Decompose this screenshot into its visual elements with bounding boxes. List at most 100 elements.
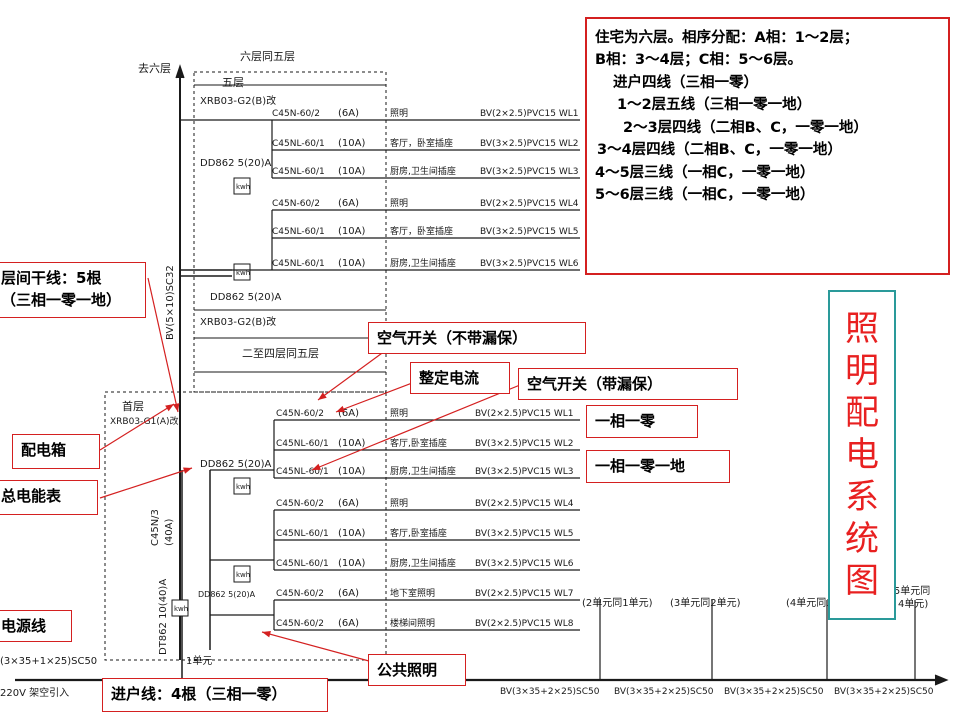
- breaker-label-bottom: C45NL-60/1: [276, 467, 329, 477]
- label-riser-cable: BV(5×10)SC32: [165, 265, 176, 340]
- cable-label-top: BV(3×2.5)PVC15 WL6: [480, 259, 579, 269]
- rating-label-top: (10A): [338, 138, 365, 149]
- cable-label-top: BV(3×2.5)PVC15 WL5: [480, 227, 578, 237]
- cable-label-bottom: BV(2×2.5)PVC15 WL4: [475, 499, 574, 509]
- breaker-label-bottom: C45N-60/2: [276, 589, 324, 599]
- arrow-public-lighting: [261, 631, 381, 665]
- label-fifth: 五层: [222, 76, 244, 89]
- arrow-breaker-no-leak-head: [318, 392, 327, 400]
- label-main-breaker-rating: (40A): [164, 519, 175, 546]
- label-bus-cable: BV(3×35+2×25)SC50: [500, 687, 600, 697]
- rating-label-bottom: (6A): [338, 498, 359, 509]
- kwh-meter-top-b-label: kwh: [236, 269, 250, 277]
- rating-label-bottom: (6A): [338, 588, 359, 599]
- label-main-breaker: C45N/3: [150, 509, 161, 546]
- cable-label-top: BV(3×2.5)PVC15 WL3: [480, 167, 578, 177]
- title-char: 系: [845, 477, 879, 517]
- kwh-meter-1a: [233, 477, 251, 495]
- cable-label-bottom: BV(3×2.5)PVC15 WL5: [475, 529, 573, 539]
- power-line-callout: 电源线: [0, 610, 72, 642]
- use-label-bottom: 客厅,卧室插座: [390, 437, 447, 449]
- label-same-6-5: 六层同五层: [240, 50, 295, 63]
- label-unit-5b: 4单元): [898, 598, 928, 610]
- label-box-1: XRB03-G1(A)改: [110, 415, 179, 427]
- cable-label-top: BV(2×2.5)PVC15 WL4: [480, 199, 579, 209]
- breaker-label-top: C45NL-60/1: [272, 139, 325, 149]
- label-meter-top-a: DD862 5(20)A: [200, 158, 272, 169]
- rating-label-top: (10A): [338, 166, 365, 177]
- riser-callout-line: （三相一零一地）: [1, 291, 122, 309]
- arrow-meter: [99, 467, 193, 499]
- arrow-box-head: [165, 404, 174, 412]
- title-char: 电: [845, 435, 879, 475]
- arrow-box: [99, 403, 175, 451]
- cable-label-bottom: BV(3×2.5)PVC15 WL3: [475, 467, 573, 477]
- kwh-meter-main-label: kwh: [174, 605, 188, 613]
- note-line: 3～4层四线（二相B、C，一零一地）: [597, 142, 842, 159]
- label-feed-cable: (3×35+1×25)SC50: [0, 656, 97, 667]
- rating-label-top: (6A): [338, 108, 359, 119]
- first-floor-box-outline: [104, 391, 387, 661]
- use-label-top: 厨房,卫生间插座: [390, 165, 456, 177]
- note-line: 1～2层五线（三相一零一地）: [617, 97, 812, 114]
- label-bus-cable: BV(3×35+2×25)SC50: [834, 687, 934, 697]
- breaker-leak-callout: 空气开关（带漏保）: [518, 368, 738, 400]
- set-current-callout: 整定电流: [410, 362, 510, 394]
- rating-label-bottom: (10A): [338, 438, 365, 449]
- use-label-top: 客厅，卧室插座: [390, 137, 453, 149]
- label-meter-1a: DD862 5(20)A: [200, 459, 272, 470]
- use-label-bottom: 厨房,卫生间插座: [390, 465, 456, 477]
- label-first: 首层: [122, 399, 144, 413]
- title-char: 明: [845, 351, 879, 391]
- public-lighting-callout: 公共照明: [368, 654, 466, 686]
- note-line: 2～3层四线（二相B、C，一零一地）: [623, 119, 868, 136]
- kwh-meter-top-b: [233, 263, 251, 281]
- rating-label-bottom: (10A): [338, 466, 365, 477]
- service-line-callout: 进户线：4根（三相一零）: [102, 678, 328, 712]
- breaker-label-bottom: C45NL-60/1: [276, 529, 329, 539]
- title-char: 图: [845, 561, 879, 601]
- arrow-breaker-leak: [311, 384, 521, 471]
- rating-label-bottom: (10A): [338, 558, 365, 569]
- use-label-bottom: 照明: [390, 408, 408, 419]
- note-line: 5～6层三线（一相C，一零一地）: [595, 187, 815, 204]
- use-label-bottom: 楼梯间照明: [390, 617, 435, 629]
- cable-label-bottom: BV(3×2.5)PVC15 WL2: [475, 439, 573, 449]
- use-label-top: 照明: [390, 108, 408, 119]
- arrow-set-current-head: [336, 405, 345, 413]
- cable-label-bottom: BV(3×2.5)PVC15 WL6: [475, 559, 574, 569]
- breaker-label-top: C45N-60/2: [272, 109, 320, 119]
- label-meter-1b: DD862 5(20)A: [198, 590, 256, 599]
- cable-label-top: BV(3×2.5)PVC15 WL2: [480, 139, 578, 149]
- one-phase-neutral-callout: 一相一零: [586, 405, 698, 438]
- arrow-set-current: [335, 379, 421, 413]
- label-same-2-4: 二至四层同五层: [242, 347, 319, 360]
- kwh-meter-main: [171, 599, 189, 617]
- kwh-meter-1b: [233, 565, 251, 583]
- breaker-label-top: C45N-60/2: [272, 199, 320, 209]
- label-box-5: XRB03-G2(B)改: [200, 94, 276, 107]
- rating-label-top: (10A): [338, 226, 365, 237]
- rating-label-bottom: (6A): [338, 408, 359, 419]
- breaker-label-bottom: C45NL-60/1: [276, 559, 329, 569]
- label-meter-top-b: DD862 5(20)A: [210, 292, 282, 303]
- rating-label-top: (6A): [338, 198, 359, 209]
- label-bus-cable: BV(3×35+2×25)SC50: [724, 687, 824, 697]
- title-char: 统: [845, 519, 879, 559]
- label-bus-cable: BV(3×35+2×25)SC50: [614, 687, 714, 697]
- use-label-bottom: 厨房,卫生间插座: [390, 557, 456, 569]
- arrow-meter-head: [183, 467, 192, 474]
- breaker-label-bottom: C45NL-60/1: [276, 439, 329, 449]
- title-char: 配: [845, 393, 879, 433]
- one-phase-neutral-ground-callout: 一相一零一地: [586, 450, 730, 483]
- breaker-label-top: C45NL-60/1: [272, 167, 325, 177]
- use-label-bottom: 照明: [390, 498, 408, 509]
- arrow-riser-head: [172, 403, 180, 412]
- kwh-meter-top-a-label: kwh: [236, 183, 250, 191]
- label-unit-1: 1单元: [186, 655, 212, 667]
- use-label-top: 照明: [390, 198, 408, 209]
- rating-label-top: (10A): [338, 258, 365, 269]
- use-label-bottom: 客厅,卧室插座: [390, 527, 447, 539]
- note-line: B相：3～4层；C相：5～6层。: [595, 52, 803, 69]
- riser-callout-line: 层间干线：5根: [1, 269, 102, 287]
